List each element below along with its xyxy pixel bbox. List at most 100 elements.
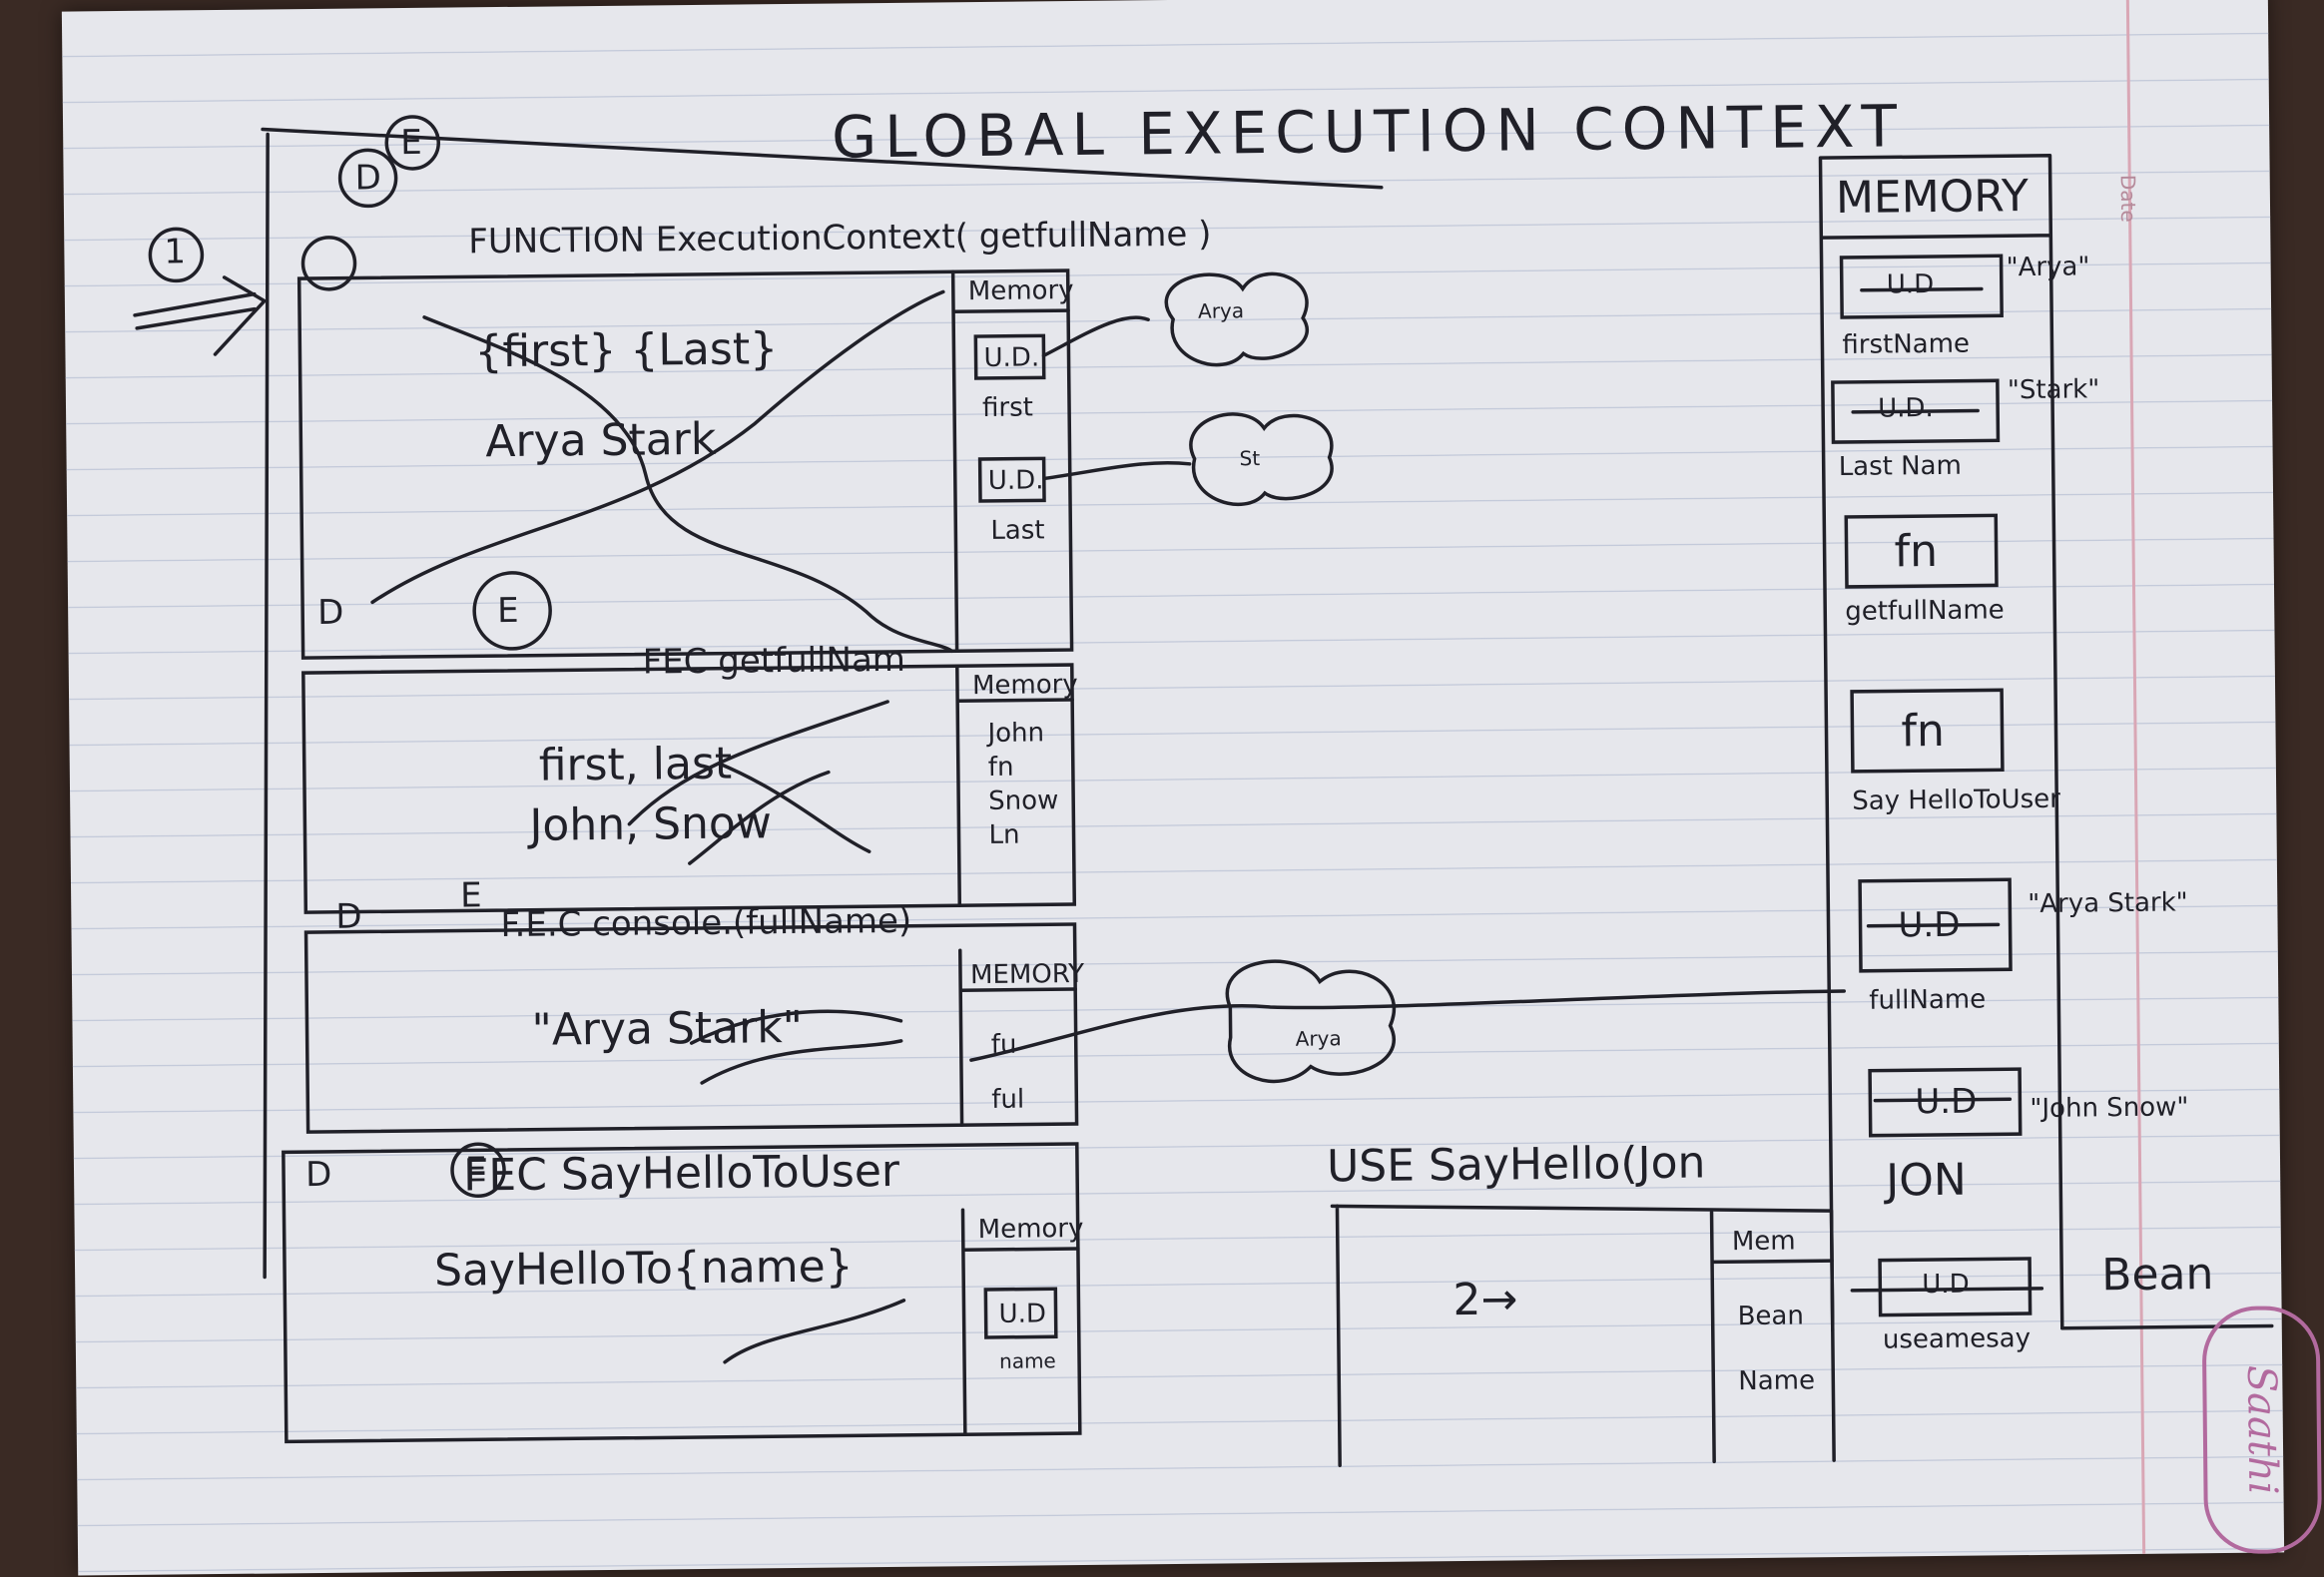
global-memory-cell-4 bbox=[1850, 688, 2005, 774]
context-1-cell-1-label: first bbox=[981, 392, 1034, 423]
cloud-link-1 bbox=[1041, 315, 1150, 358]
marker-circle-3 bbox=[300, 236, 357, 291]
step-marker-circle bbox=[148, 227, 205, 283]
memory-slot-5-cell: U.D bbox=[1898, 904, 1961, 946]
marker-circle-1 bbox=[337, 148, 398, 209]
global-memory-cell-6 bbox=[1868, 1067, 2023, 1138]
context-3-scribble bbox=[689, 1009, 903, 1085]
marker-e-4: E bbox=[464, 1150, 487, 1191]
memory-slot-3-name: getfullName bbox=[1845, 595, 2005, 627]
memory-slot-5-assigned: "Arya Stark" bbox=[2028, 887, 2188, 920]
use-box-cell-1: Bean bbox=[1737, 1301, 1805, 1332]
marker-circle-5 bbox=[450, 1142, 506, 1199]
strike-2 bbox=[1851, 408, 1980, 414]
cloud-2-text: St bbox=[1239, 446, 1261, 471]
context-1-scribble-a bbox=[422, 315, 954, 654]
memory-slot-1-cell: U.D bbox=[1886, 268, 1935, 300]
context-4-cell-1-value: U.D bbox=[998, 1299, 1047, 1329]
marker-e-1: E bbox=[400, 122, 422, 164]
context-1-cell-2-value: U.D. bbox=[987, 465, 1044, 496]
strike-6 bbox=[1873, 1097, 2013, 1103]
context-2-cell-2: fn bbox=[987, 752, 1014, 783]
global-memory-cell-1 bbox=[1839, 254, 2004, 319]
memory-slot-5-name: fullName bbox=[1869, 984, 1987, 1016]
cloud-1 bbox=[1164, 271, 1309, 367]
context-3-memory-divider bbox=[958, 948, 1077, 1127]
memory-slot-7-cell: U.D bbox=[1922, 1269, 1970, 1301]
strike-7 bbox=[1850, 1287, 2044, 1293]
context-2-title: FEC getfullNam bbox=[642, 639, 906, 683]
memory-slot-7-assigned: Bean bbox=[2100, 1249, 2214, 1302]
memory-slot-4-name: Say HelloToUser bbox=[1852, 784, 2061, 816]
context-4-title: FEC SayHelloToUser bbox=[462, 1145, 900, 1202]
cloud-1-text: Arya bbox=[1197, 298, 1245, 323]
context-3-frame bbox=[303, 922, 1079, 1134]
context-4-memory-heading: Memory bbox=[977, 1213, 1084, 1246]
cloud-2 bbox=[1189, 412, 1334, 507]
context-3-values: "Arya Stark" bbox=[531, 1001, 804, 1056]
context-1-frame bbox=[296, 268, 1074, 660]
strike-1 bbox=[1860, 286, 1984, 292]
memory-slot-4-cell: fn bbox=[1901, 705, 1946, 758]
context-4-memory-divider bbox=[960, 1208, 1080, 1436]
context-2-cell-3: Snow bbox=[988, 786, 1059, 816]
cloud-3-text: Arya bbox=[1295, 1026, 1342, 1051]
cloud-3 bbox=[1225, 959, 1397, 1084]
memory-slot-2-assigned: "Stark" bbox=[2007, 374, 2100, 406]
memory-slot-3-cell: fn bbox=[1894, 525, 1939, 578]
step-arrow bbox=[133, 275, 268, 356]
context-2-frame bbox=[301, 663, 1077, 914]
memory-slot-1-assigned: "Arya" bbox=[2006, 252, 2090, 283]
context-2-memory-heading: Memory bbox=[971, 669, 1078, 702]
cloud-link-2 bbox=[1043, 460, 1192, 481]
context-1-cell-1-value: U.D. bbox=[983, 342, 1040, 373]
notebook-page: Date bbox=[61, 0, 2323, 1576]
context-2-cell-1: John bbox=[987, 718, 1045, 749]
cloud-link-3 bbox=[969, 989, 1846, 1062]
marker-e-2: E bbox=[496, 590, 519, 632]
context-2-memory-divider bbox=[955, 664, 1074, 907]
memory-slot-1-name: firstName bbox=[1842, 328, 1971, 360]
global-memory-cell-7 bbox=[1878, 1257, 2033, 1317]
global-memory-cell-2 bbox=[1831, 378, 2001, 444]
outer-frame bbox=[261, 127, 1384, 1280]
context-2-values: John, Snow bbox=[529, 797, 773, 851]
context-1-title: FUNCTION ExecutionContext( getfullName ) bbox=[468, 214, 1212, 263]
use-box-title: USE SayHello(Jon bbox=[1326, 1137, 1706, 1193]
context-3-memory-heading: MEMORY bbox=[969, 958, 1085, 991]
use-box-memory-divider bbox=[1709, 1210, 1834, 1464]
use-box-memory-heading: Mem bbox=[1731, 1226, 1796, 1258]
memory-slot-2-cell: U.D. bbox=[1877, 393, 1934, 424]
context-4-cell-1 bbox=[983, 1287, 1058, 1339]
step-marker-label: 1 bbox=[164, 232, 187, 272]
ink-drawing bbox=[133, 115, 2274, 1468]
marker-d-4: D bbox=[304, 1154, 332, 1196]
memory-slot-2-name: Last Nam bbox=[1838, 450, 1963, 482]
context-3-title: F.E.C console.(fullName) bbox=[500, 900, 912, 946]
global-memory-cell-3 bbox=[1844, 513, 1999, 589]
strike-5 bbox=[1866, 922, 2001, 928]
marker-d-2: D bbox=[316, 592, 344, 633]
context-2-scribble bbox=[627, 700, 889, 865]
context-4-frame bbox=[282, 1142, 1082, 1444]
marker-e-3: E bbox=[459, 875, 482, 916]
marker-circle-2 bbox=[384, 115, 441, 171]
context-4-scribble bbox=[723, 1299, 906, 1364]
marker-circle-4 bbox=[472, 571, 552, 651]
context-1-memory-heading: Memory bbox=[967, 275, 1074, 307]
use-box-body: 2→ bbox=[1452, 1274, 1518, 1326]
global-memory-arrow bbox=[2060, 1323, 2274, 1330]
context-3-cell-2: ful bbox=[991, 1084, 1025, 1115]
context-2-cell-4: Ln bbox=[988, 819, 1020, 850]
context-4-cell-1-label: name bbox=[998, 1348, 1056, 1373]
memory-slot-6-name: JON bbox=[1885, 1154, 1968, 1207]
memory-slot-7-name: useamesay bbox=[1882, 1323, 2032, 1355]
context-3-cell-1: fu bbox=[990, 1029, 1017, 1060]
context-1-memory-divider bbox=[950, 269, 1070, 654]
global-memory-cell-5 bbox=[1858, 877, 2013, 973]
marker-d-3: D bbox=[335, 896, 362, 937]
context-4-params: SayHelloTo{name} bbox=[433, 1241, 854, 1297]
brand-stamp: Saathi bbox=[2201, 1306, 2323, 1555]
memory-slot-6-assigned: "John Snow" bbox=[2030, 1092, 2189, 1125]
context-2-params: first, last bbox=[538, 738, 733, 791]
